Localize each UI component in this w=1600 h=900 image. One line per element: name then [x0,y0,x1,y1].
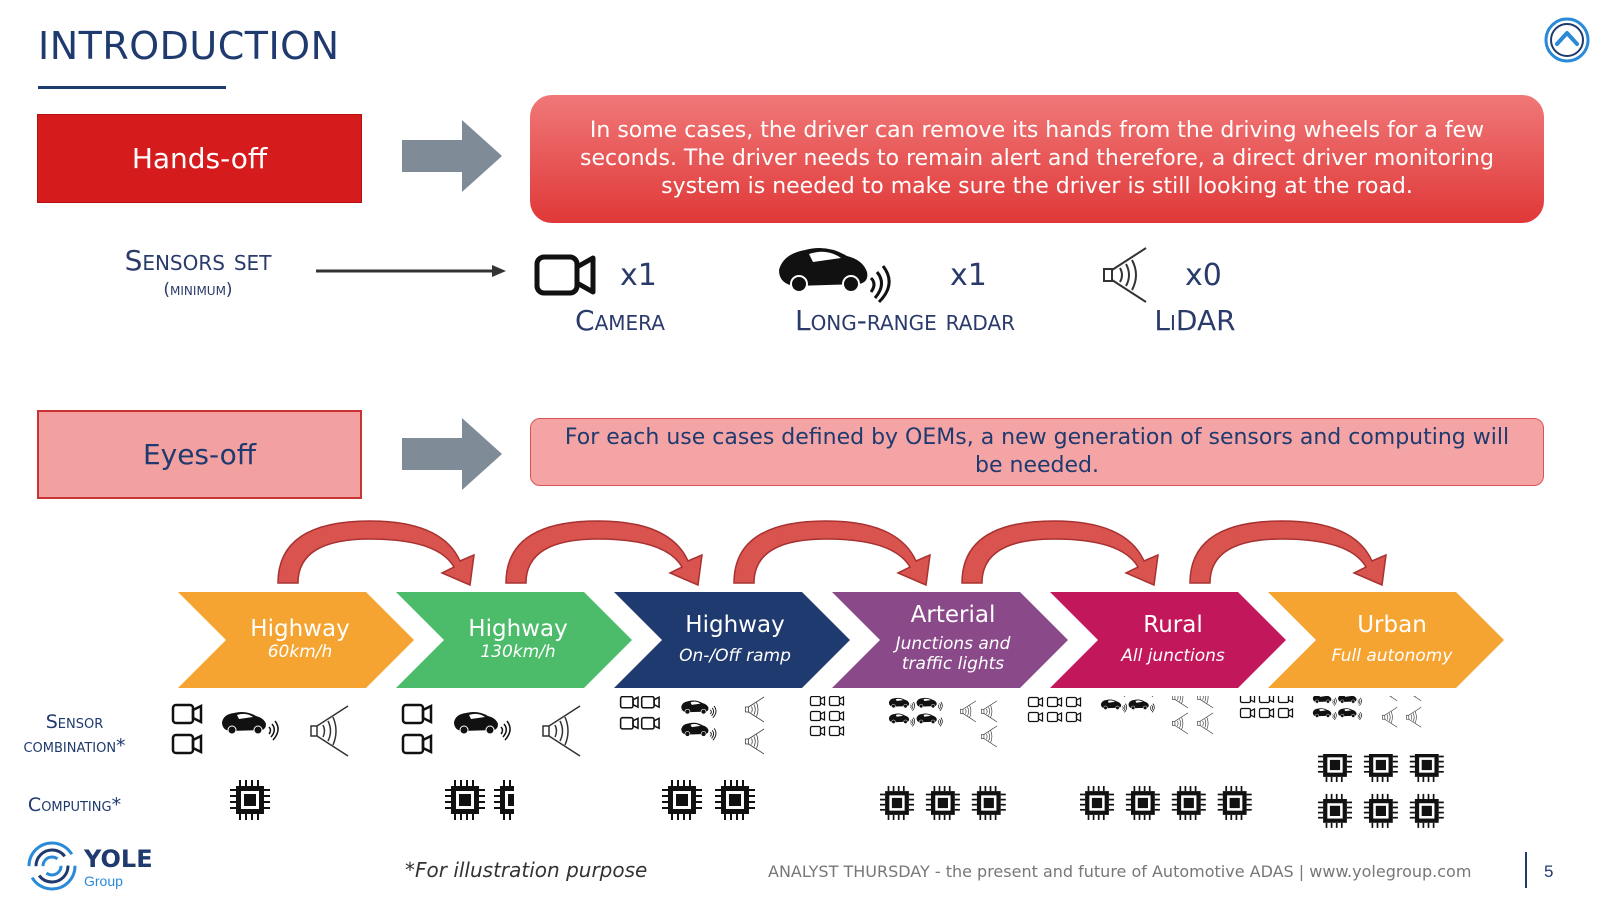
yole-logo-icon [27,841,77,891]
stage-4-title: Arterial [910,602,996,628]
stage-3-title: Highway [685,612,785,638]
stage-1-title: Highway [250,616,350,642]
camera-label: Camera [575,304,665,337]
stage-1: Highway 60km/h [230,616,370,662]
stage-2: Highway 130km/h [448,616,588,662]
radar-car-icon [779,248,891,304]
lidar-count: x0 [1185,258,1222,293]
stage-5: Rural All junctions [1098,612,1248,666]
chevron-stage-4 [832,592,1068,688]
stage-6: Urban Full autonomy [1312,612,1472,666]
curved-arrow-icon [733,520,931,586]
footnote: *For illustration purpose [405,858,648,882]
camera-icon [534,254,596,296]
stage-1-subtitle: 60km/h [267,642,333,662]
yole-logo-icon [1544,17,1590,63]
radar-count: x1 [950,258,987,293]
title-underline [38,86,226,89]
footer-separator [1525,852,1527,888]
page-title: INTRODUCTION [38,24,340,68]
camera-count: x1 [620,258,657,293]
lidar-icon [1103,247,1147,303]
sensors-set-title: Sensors set [124,244,272,277]
eyes-off-description: For each use cases defined by OEMs, a ne… [530,418,1544,486]
stage-3-subtitle: On-/Off ramp [679,646,791,666]
computing-icons [229,754,1445,829]
hands-off-description: In some cases, the driver can remove its… [530,95,1544,223]
chevron-stage-1 [178,592,414,688]
chevron-row [178,592,1504,688]
curved-arrow-icon [961,520,1159,586]
radar-label: Long-range radar [794,304,1016,337]
lidar-label: LiDAR [1154,304,1236,337]
hands-off-box: Hands-off [37,114,362,203]
stage-6-subtitle: Full autonomy [1331,646,1453,666]
curved-arrow-icon [277,520,475,586]
chevron-stage-5 [1050,592,1286,688]
chevron-stage-2 [396,592,632,688]
stage-5-subtitle: All junctions [1121,646,1225,666]
right-arrow-icon [402,418,502,490]
footer-text: ANALYST THURSDAY - the present and futur… [768,862,1472,881]
eyes-off-box: Eyes-off [37,410,362,499]
stage-3: Highway On-/Off ramp [660,612,810,666]
computing-label: Computing* [27,794,122,816]
curved-arrow-icon [505,520,703,586]
curved-arrow-icon [1189,520,1387,586]
curved-arrows [277,520,1387,586]
stage-2-title: Highway [468,616,568,642]
stage-5-title: Rural [1143,612,1203,638]
stage-4: Arterial Junctions and traffic lights [878,602,1028,674]
sensor-combination-label: Sensor combination* [23,711,126,757]
yole-logo-text: YOLE [84,845,153,873]
chevron-stage-3 [614,592,850,688]
page-number: 5 [1544,862,1554,881]
right-arrow-icon [402,120,502,192]
stage-2-subtitle: 130km/h [480,642,556,662]
yole-logo-subtext: Group [84,873,123,889]
sensors-set-subtitle: (minimum) [163,280,233,300]
chevron-stage-6 [1268,592,1504,688]
stage-6-title: Urban [1357,612,1427,638]
stage-4-subtitle: Junctions and traffic lights [895,634,1011,674]
sensors-arrow-icon [316,265,506,277]
